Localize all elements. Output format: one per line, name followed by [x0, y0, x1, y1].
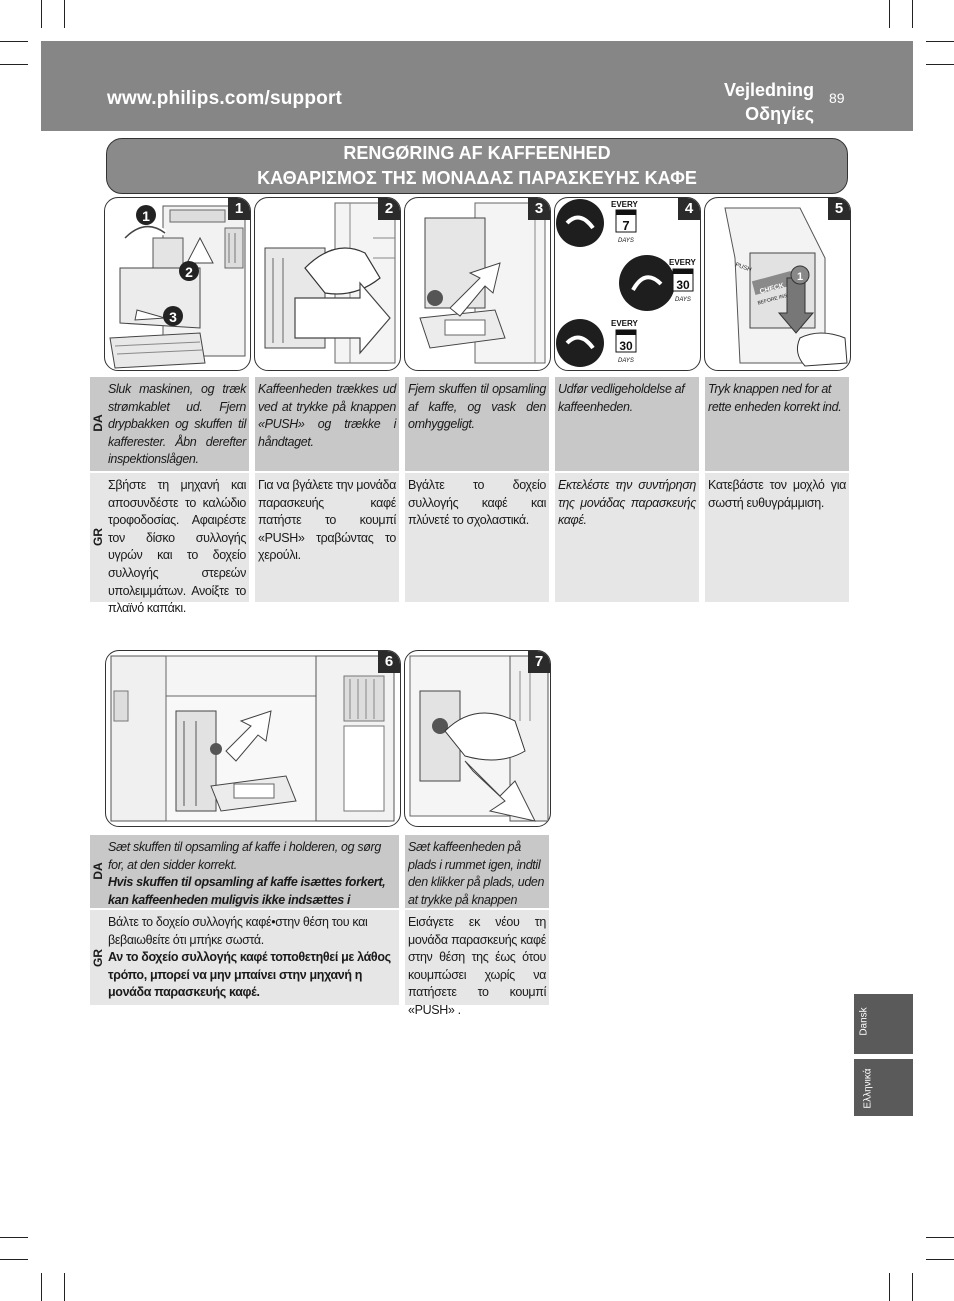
- step-6-text-gr: Βάλτε το δοχείο συλλογής καφέ•στην θέση …: [105, 910, 399, 1005]
- schedule-value-1: 7: [622, 218, 629, 233]
- crop-mark: [64, 0, 65, 28]
- page-header: [41, 41, 913, 131]
- schedule-unit-3: DAYS: [618, 358, 634, 364]
- schedule-every-3: EVERY: [611, 319, 638, 328]
- step-5-text-gr: Κατεβάστε τον μοχλό για σωστή ευθυγράμμι…: [705, 473, 849, 602]
- crop-mark: [889, 0, 890, 28]
- support-url[interactable]: www.philips.com/support: [107, 88, 343, 109]
- schedule-value-2: 30: [676, 278, 690, 292]
- gr-label-cell-bottom: [90, 910, 106, 1005]
- lang-label-gr-bottom: GR: [91, 949, 105, 967]
- section-title-gr: ΚΑΘΑΡΙΣΜΟΣ ΤΗΣ ΜΟΝΑΔΑΣ ΠΑΡΑΣΚΕΥΗΣ ΚΑΦΕ: [257, 168, 697, 188]
- callout-2: 2: [185, 264, 193, 280]
- step-1-illustration: 1 2 3 1: [104, 197, 251, 371]
- step-number-7: 7: [528, 651, 550, 673]
- crop-mark: [41, 0, 42, 28]
- callout-3: 3: [169, 309, 177, 325]
- step-6-warning-gr: Αν το δοχείο συλλογής καφέ τοποθετηθεί μ…: [108, 950, 391, 1000]
- crop-mark: [926, 41, 954, 42]
- da-label-cell: [90, 377, 106, 471]
- step-2-illustration: 2: [254, 197, 401, 371]
- step-number-1: 1: [228, 198, 250, 220]
- crop-mark: [0, 64, 28, 65]
- step-7-illustration: 7: [404, 650, 551, 827]
- tab-dansk-label: Dansk: [858, 1007, 870, 1036]
- step-3-text-da: Fjern skuffen til opsamling af kaffe, og…: [405, 377, 549, 471]
- step-7-text-da: Sæt kaffeenheden på plads i rummet igen,…: [405, 835, 549, 924]
- step-6-text-da: Sæt skuffen til opsamling af kaffe i hol…: [105, 835, 399, 924]
- crop-mark: [912, 1273, 913, 1301]
- crop-mark: [64, 1273, 65, 1301]
- tab-ellinika[interactable]: Ελληνικά: [854, 1059, 913, 1116]
- tab-dansk[interactable]: Dansk: [854, 994, 913, 1054]
- crop-mark: [926, 1259, 954, 1260]
- header-title-da: Vejledning: [723, 80, 814, 100]
- lang-label-da-bottom: DA: [91, 862, 105, 880]
- page-number: 89: [829, 90, 845, 106]
- step-number-2: 2: [378, 198, 400, 220]
- crop-mark: [912, 0, 913, 28]
- crop-mark: [889, 1273, 890, 1301]
- step-5-callout: 1: [797, 271, 803, 283]
- step-2-text-gr: Για να βγάλετε την μονάδα παρασκευής καφ…: [255, 473, 399, 602]
- callout-1: 1: [142, 208, 150, 224]
- schedule-unit-2: DAYS: [675, 297, 691, 303]
- crop-mark: [41, 1273, 42, 1301]
- section-title: RENGØRING AF KAFFEENHED ΚΑΘΑΡΙΣΜΟΣ ΤΗΣ Μ…: [106, 138, 848, 194]
- push-label: PUSH: [734, 262, 752, 273]
- schedule-value-3: 30: [619, 339, 633, 353]
- step-5-illustration: CHECK BEFORE INSERTING PUSH 1 5: [704, 197, 851, 371]
- step-4-illustration: EVERY 7 DAYS EVERY 30 DAYS EVERY 30 DAYS…: [554, 197, 701, 371]
- step-6-instruction-da: Sæt skuffen til opsamling af kaffe i hol…: [108, 840, 381, 872]
- step-number-6: 6: [378, 651, 400, 673]
- schedule-every-2: EVERY: [669, 258, 696, 267]
- step-number-3: 3: [528, 198, 550, 220]
- schedule-every-1: EVERY: [611, 200, 638, 209]
- step-4-text-gr: Εκτελέστε την συντήρηση της μονάδας παρα…: [555, 473, 699, 602]
- step-6-illustration: 6: [105, 650, 401, 827]
- da-label-cell-bottom: [90, 835, 106, 908]
- step-number-4: 4: [678, 198, 700, 220]
- header-title-gr: Οδηγίες: [745, 104, 814, 124]
- step-7-text-gr: Εισάγετε εκ νέου τη μονάδα παρασκευής κα…: [405, 910, 549, 1017]
- schedule-unit-1: DAYS: [618, 238, 634, 244]
- step-4-text-da: Udfør vedligeholdelse af kaffeenheden.: [555, 377, 699, 471]
- crop-mark: [0, 1237, 28, 1238]
- step-3-text-gr: Βγάλτε το δοχείο συλλογής καφέ και πλύνε…: [405, 473, 549, 602]
- crop-mark: [0, 41, 28, 42]
- crop-mark: [926, 64, 954, 65]
- gr-label-cell: [90, 473, 106, 602]
- step-number-5: 5: [828, 198, 850, 220]
- lang-label-da: DA: [91, 414, 105, 432]
- section-title-da: RENGØRING AF KAFFEENHED: [343, 143, 611, 163]
- step-1-text-da: Sluk maskinen, og træk strømkablet ud. F…: [105, 377, 249, 471]
- step-3-illustration: 3: [404, 197, 551, 371]
- tab-ellinika-label: Ελληνικά: [862, 1068, 874, 1109]
- step-6-instruction-gr: Βάλτε το δοχείο συλλογής καφέ•στην θέση …: [108, 915, 368, 947]
- lang-label-gr: GR: [91, 528, 105, 546]
- step-2-text-da: Kaffeenheden trækkes ud ved at trykke på…: [255, 377, 399, 471]
- crop-mark: [0, 1259, 28, 1260]
- step-5-text-da: Tryk knappen ned for at rette enheden ko…: [705, 377, 849, 471]
- step-1-text-gr: Σβήστε τη μηχανή και αποσυνδέστε το καλώ…: [105, 473, 249, 615]
- crop-mark: [926, 1237, 954, 1238]
